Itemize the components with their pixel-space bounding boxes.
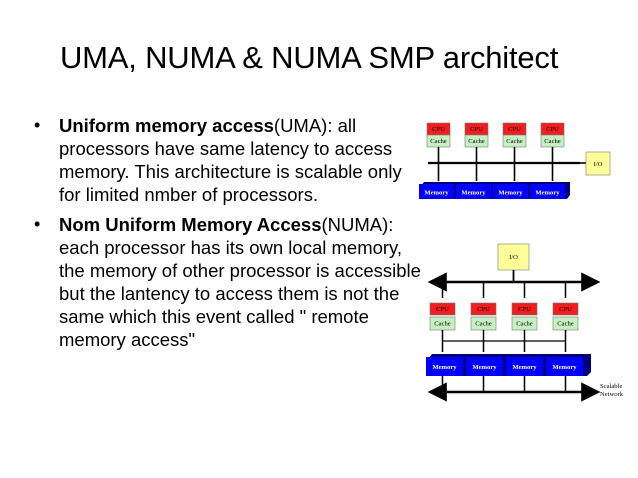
memory-box [456,184,491,199]
uma-memory-block-4: Memory [530,184,565,199]
cpu-label: CPU [436,306,449,313]
cpu-label: CPU [559,306,572,313]
memory-box [546,357,583,376]
numa-io-box [497,243,530,271]
bullet-item-uma: • Uniform memory access(UMA): all proces… [34,114,424,206]
memory-box [493,184,528,199]
numa-io-label: I/O [509,254,518,261]
uma-memory-block-1: Memory [419,184,454,199]
uma-architecture-diagram: CPU Cache CPU Cache CPU Cache CPU Cache [416,118,612,206]
cache-label: Cache [434,321,451,328]
memory-box [506,357,543,376]
cpu-box [552,302,579,316]
slide-title: UMA, NUMA & NUMA SMP architect [60,40,559,75]
cache-label: Cache [557,321,574,328]
cpu-label: CPU [518,306,531,313]
uma-description: (UMA): all processors have same latency … [59,115,402,205]
numa-memory-block-3: Memory [506,357,543,376]
memory-box [419,184,454,199]
cpu-label: CPU [432,126,445,133]
bullet-item-numa: • Nom Uniform Memory Access(NUMA): each … [34,213,424,351]
numa-network-label-line-2: Network [600,391,624,398]
cpu-box [511,302,538,316]
cache-label: Cache [430,138,447,145]
memory-label: Memory [512,364,537,371]
bullet-list: • Uniform memory access(UMA): all proces… [34,114,424,358]
cpu-label: CPU [508,126,521,133]
uma-memory-block-3: Memory [493,184,528,199]
uma-cpu-column-2: CPU Cache [464,122,489,163]
cpu-box [470,302,497,316]
memory-label: Memory [498,190,523,197]
uma-term: Uniform memory access [59,115,274,136]
memory-label: Memory [472,364,497,371]
cache-label: Cache [506,138,523,145]
cache-label: Cache [544,138,561,145]
memory-label: Memory [535,190,560,197]
cpu-box [429,302,456,316]
bullet-marker: • [34,214,41,234]
memory-label: Memory [461,190,486,197]
memory-box [466,357,503,376]
cpu-label: CPU [470,126,483,133]
numa-node-4: CPU Cache [552,302,579,352]
numa-memory-block-1: Memory [426,357,463,376]
cache-label: Cache [516,321,533,328]
uma-cpu-column-3: CPU Cache [502,122,527,163]
numa-memory-block-4: Memory [546,357,583,376]
numa-memory-block-2: Memory [466,357,503,376]
numa-node-1: CPU Cache [429,302,456,352]
uma-memory-block-2: Memory [456,184,491,199]
memory-label: Memory [552,364,577,371]
memory-box [530,184,565,199]
cache-label: Cache [468,138,485,145]
numa-network-label-line-1: Scalable [600,383,622,390]
memory-box [426,357,463,376]
uma-io-box [585,151,611,176]
numa-node-3: CPU Cache [511,302,538,352]
cpu-label: CPU [546,126,559,133]
bullet-marker: • [34,115,41,135]
cache-label: Cache [475,321,492,328]
numa-architecture-diagram: I/O CPU Cache CPU Cache CPU Cache [424,238,638,414]
uma-io-label: I/O [594,161,603,168]
numa-description: (NUMA): each processor has its own local… [59,214,421,350]
uma-cpu-column-4: CPU Cache [540,122,565,163]
cpu-label: CPU [477,306,490,313]
memory-label: Memory [432,364,457,371]
numa-node-2: CPU Cache [470,302,497,352]
numa-term: Nom Uniform Memory Access [59,214,322,235]
memory-label: Memory [424,190,449,197]
uma-cpu-column-1: CPU Cache [426,122,451,163]
